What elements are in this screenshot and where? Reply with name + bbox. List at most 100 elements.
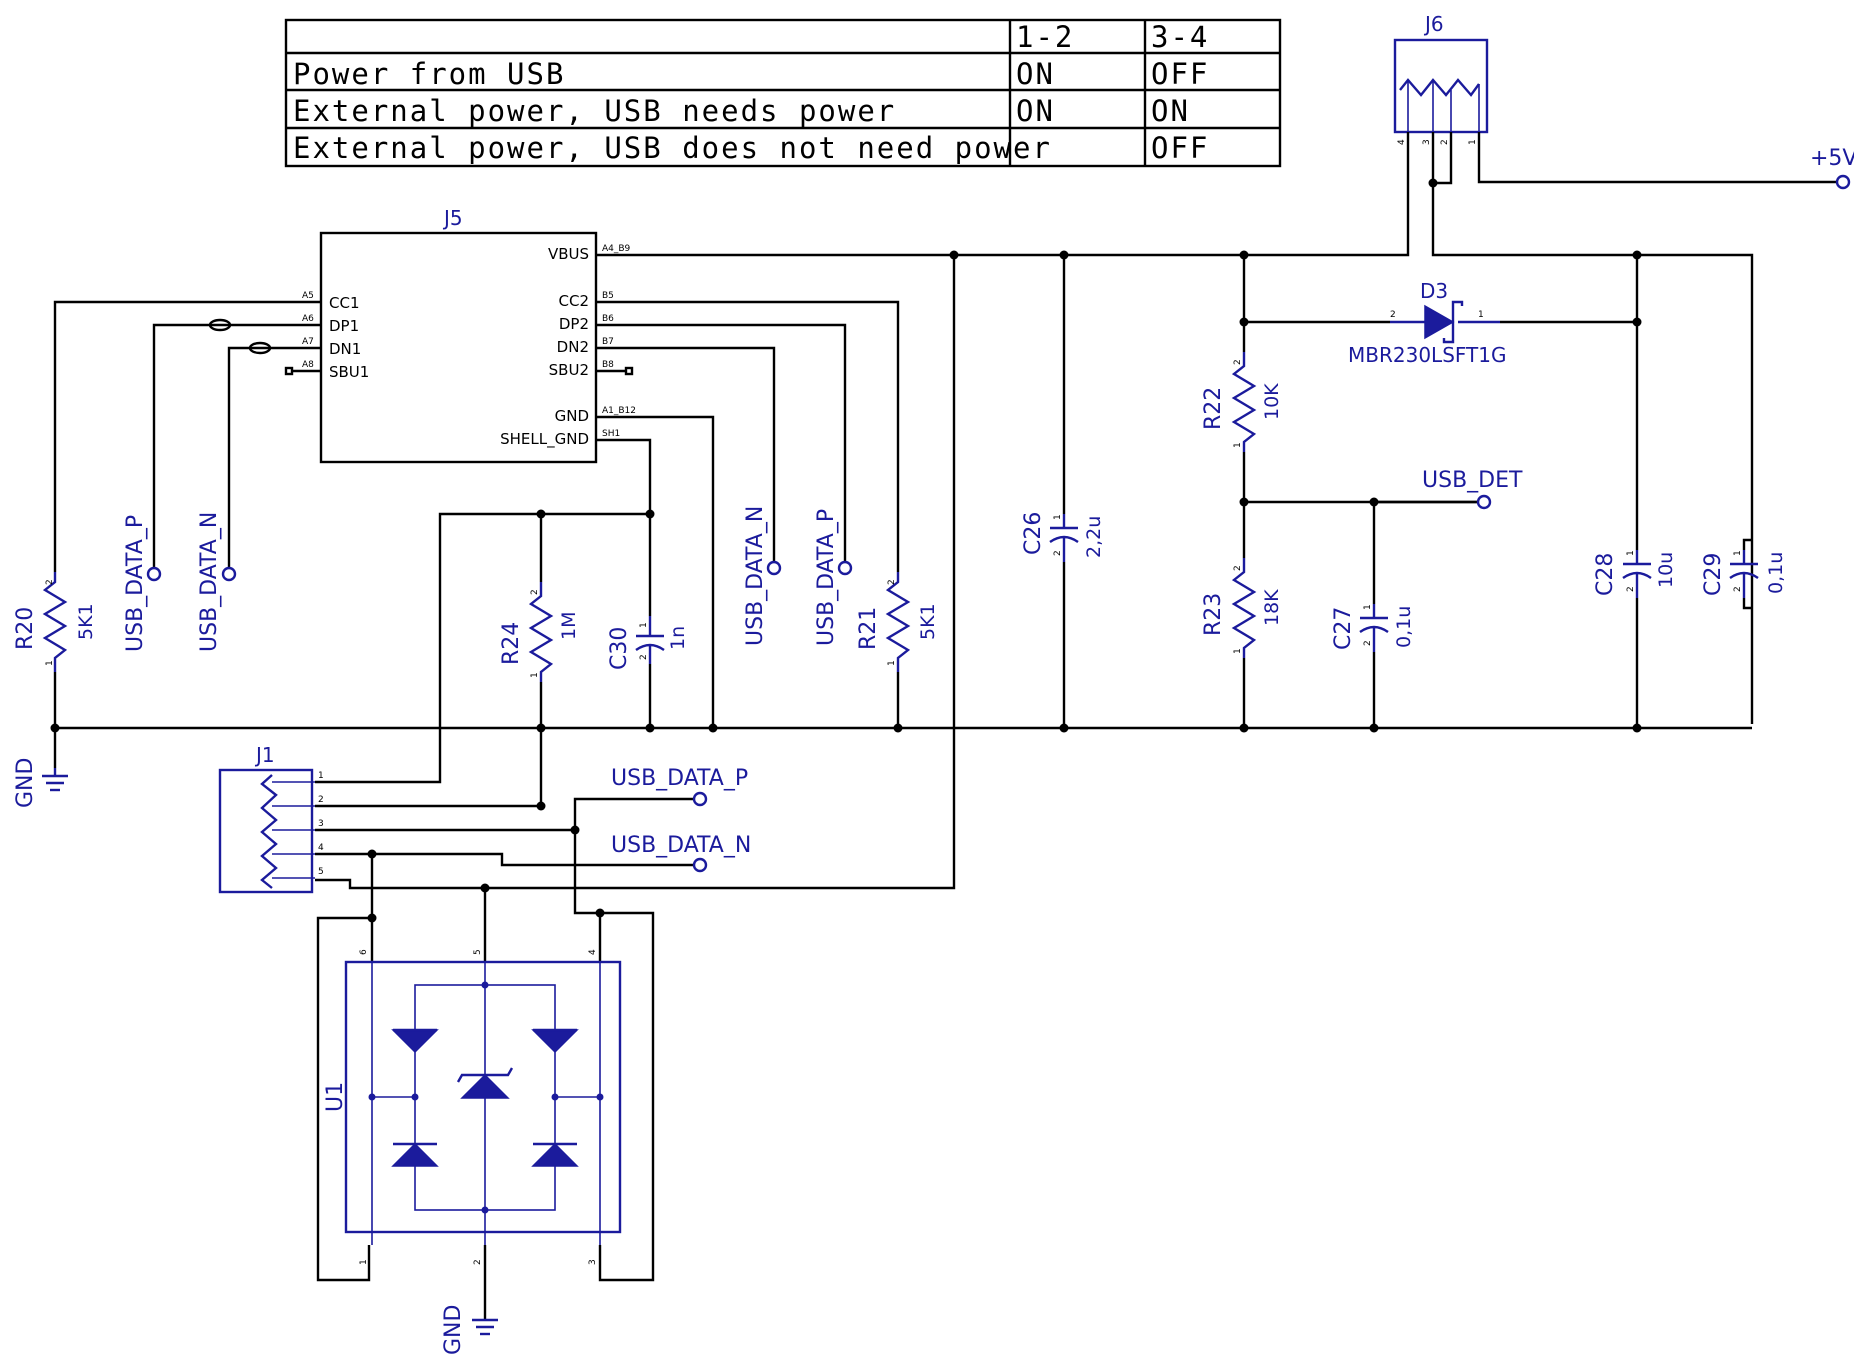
r22-resistor: R22 10K 2 1 xyxy=(1201,352,1283,452)
u1-ref: U1 xyxy=(323,1082,348,1112)
net-label-gnd: GND xyxy=(441,1305,466,1355)
c28-capacitor: C28 10u 1 2 xyxy=(1593,550,1677,598)
r23-value: 18K xyxy=(1261,589,1283,626)
pin-num: 1 xyxy=(1468,139,1478,145)
r21-value: 5K1 xyxy=(917,603,939,640)
r23-ref: R23 xyxy=(1201,593,1226,636)
table-cell: ON xyxy=(1016,57,1055,91)
pin-num: 2 xyxy=(887,579,897,585)
pin-num: A5 xyxy=(302,291,314,301)
pin-num: 2 xyxy=(1626,586,1636,592)
pin-name-dp1: DP1 xyxy=(329,317,359,335)
net-label-usb-data-n: USB_DATA_N xyxy=(611,833,751,858)
pin-num: B7 xyxy=(602,337,614,347)
pin-num: 2 xyxy=(1363,640,1373,646)
r21-resistor: R21 5K1 2 1 xyxy=(856,572,939,672)
pin-num: 3 xyxy=(588,1259,598,1265)
r24-ref: R24 xyxy=(499,622,524,665)
table-row-label: External power, USB needs power xyxy=(293,94,896,128)
table-header-3-4: 3-4 xyxy=(1151,20,1209,54)
pin-num: 2 xyxy=(473,1259,483,1265)
d3-schottky-diode: D3 MBR230LSFT1G 2 1 xyxy=(1348,279,1506,367)
pin-num: 2 xyxy=(1233,565,1243,571)
pin-num: 1 xyxy=(530,672,540,678)
pin-num: 2 xyxy=(1053,550,1063,556)
j5-ref: J5 xyxy=(442,206,463,230)
pin-num: 1 xyxy=(318,771,324,781)
pin-num: 2 xyxy=(1440,139,1450,145)
r22-value: 10K xyxy=(1261,383,1283,420)
pin-num: A6 xyxy=(302,314,314,324)
c27-ref: C27 xyxy=(1331,607,1356,650)
table-row-label: External power, USB does not need power xyxy=(293,131,1052,165)
net-label-usb-data-p: USB_DATA_P xyxy=(814,509,839,646)
c28-value: 10u xyxy=(1655,552,1677,588)
pin-num: 2 xyxy=(318,795,324,805)
pin-num: 1 xyxy=(1733,550,1743,556)
gnd-symbol-bottom: GND xyxy=(441,1305,498,1355)
net-label-usb-data-n: USB_DATA_N xyxy=(743,506,768,646)
j5-usb-c-connector: J5 CC1 DP1 DN1 SBU1 A5 A6 A7 A8 VBUS CC2… xyxy=(208,206,636,464)
c26-ref: C26 xyxy=(1021,512,1046,555)
usb-det-terminal: USB_DET xyxy=(1374,468,1523,510)
pin-name-cc2: CC2 xyxy=(559,292,590,310)
pin-num: 1 xyxy=(1626,550,1636,556)
pin-num: 1 xyxy=(887,660,897,666)
c30-capacitor: C30 1n 1 2 xyxy=(607,616,689,670)
r22-ref: R22 xyxy=(1201,387,1226,430)
pin-num: SH1 xyxy=(602,429,620,439)
c29-ref: C29 xyxy=(1701,553,1726,596)
net-label-gnd: GND xyxy=(13,758,38,808)
table-row-label: Power from USB xyxy=(293,57,565,91)
pin-num: 5 xyxy=(318,867,324,877)
gnd-symbol-left: GND xyxy=(13,758,68,808)
pin-num: 4 xyxy=(318,843,324,853)
r20-value: 5K1 xyxy=(75,603,97,640)
j6-header: J6 4 3 2 1 xyxy=(1393,12,1489,157)
wires xyxy=(50,157,1838,1320)
pin-num: 1 xyxy=(639,622,649,628)
pin-num: 4 xyxy=(588,949,598,955)
c29-capacitor: C29 0,1u 1 2 xyxy=(1701,538,1787,610)
pin-name-cc1: CC1 xyxy=(329,294,360,312)
pin-num: 2 xyxy=(530,589,540,595)
usb-data-vertical-labels: USB_DATA_P USB_DATA_N USB_DATA_N USB_DAT… xyxy=(123,506,853,652)
pin-num: 2 xyxy=(1733,586,1743,592)
pin-num: A1_B12 xyxy=(602,406,636,416)
pin-num: 1 xyxy=(1053,514,1063,520)
pin-name-sbu2: SBU2 xyxy=(549,361,589,379)
sbu2-noconnect xyxy=(624,366,634,376)
pin-num: 2 xyxy=(639,654,649,660)
net-label-usb-data-n: USB_DATA_N xyxy=(197,512,222,652)
c27-value: 0,1u xyxy=(1393,606,1415,648)
c27-capacitor: C27 0,1u 1 2 xyxy=(1331,604,1415,652)
pin-num: 2 xyxy=(1390,310,1396,320)
r21-ref: R21 xyxy=(856,607,881,650)
c26-value: 2,2u xyxy=(1083,516,1105,558)
pin-num: A7 xyxy=(302,337,314,347)
net-label-usb-data-p: USB_DATA_P xyxy=(123,515,148,652)
r23-resistor: R23 18K 2 1 xyxy=(1201,558,1283,658)
pin-num: A4_B9 xyxy=(602,244,631,254)
c28-ref: C28 xyxy=(1593,553,1618,596)
net-label-usb-det: USB_DET xyxy=(1422,468,1523,493)
net-label-usb-data-p: USB_DATA_P xyxy=(611,766,748,791)
r24-resistor: R24 1M 2 1 xyxy=(499,582,580,682)
r20-ref: R20 xyxy=(13,607,38,650)
pin-num: 2 xyxy=(1233,359,1243,365)
pin-num: 6 xyxy=(359,949,369,955)
d3-part: MBR230LSFT1G xyxy=(1348,343,1506,367)
c26-capacitor: C26 2,2u 1 2 xyxy=(1021,512,1105,562)
table-header-1-2: 1-2 xyxy=(1016,20,1074,54)
c30-ref: C30 xyxy=(607,627,632,670)
r24-value: 1M xyxy=(558,612,580,640)
j1-connector: J1 1 2 3 4 5 xyxy=(218,743,324,894)
table-cell: ON xyxy=(1151,94,1190,128)
pin-name-dn1: DN1 xyxy=(329,340,361,358)
table-cell: OFF xyxy=(1151,131,1209,165)
pin-num: B5 xyxy=(602,291,614,301)
pin-num: 3 xyxy=(318,819,324,829)
pin-num: 1 xyxy=(45,660,55,666)
pin-num: B8 xyxy=(602,360,614,370)
